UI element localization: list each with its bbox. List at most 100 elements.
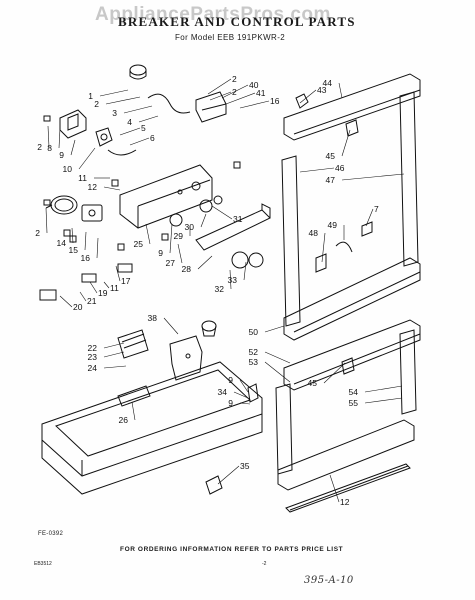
callout-number: 16 [270, 96, 280, 106]
callout-leader-line [84, 231, 87, 251]
callout-leader-line [70, 139, 76, 156]
callout-leader-line [299, 89, 317, 104]
callout-leader-line [211, 205, 233, 220]
callout-leader-line [321, 232, 326, 263]
callout-number: 2 [35, 228, 40, 238]
callout-number: 50 [249, 327, 259, 337]
callout-leader-line [243, 261, 247, 281]
callout-leader-line [229, 269, 232, 290]
callout-leader-line [341, 129, 351, 157]
callout-leader-line [119, 127, 141, 136]
callout-number: 43 [317, 85, 327, 95]
callout-leader-line [323, 362, 346, 384]
callout-leader-line [341, 173, 405, 181]
callout-leader-line [145, 223, 151, 245]
callout-leader-line [169, 223, 173, 254]
callout-number: 40 [249, 80, 259, 90]
callout-number: 7 [374, 204, 379, 214]
callout-leader-line [264, 361, 291, 383]
callout-number: 21 [87, 296, 97, 306]
callout-leader-line [239, 379, 249, 393]
callout-leader-line [264, 325, 285, 333]
light-bulb-part [201, 320, 217, 337]
callout-number: 10 [63, 164, 73, 174]
callout-number: 44 [323, 78, 333, 88]
callout-number: 53 [249, 357, 259, 367]
callout-number: 54 [349, 387, 359, 397]
page-title: BREAKER AND CONTROL PARTS [118, 14, 356, 29]
callout-leader-line [299, 167, 335, 173]
callout-number: 20 [73, 302, 83, 312]
callout-number: 9 [228, 398, 233, 408]
wire-harness-part [107, 93, 191, 156]
callout-leader-line [221, 84, 249, 99]
callout-number: 48 [309, 228, 319, 238]
callout-number: 12 [88, 182, 98, 192]
callout-number: 11 [110, 283, 119, 293]
callout-number: 1 [88, 91, 93, 101]
callout-leader-line [103, 281, 110, 289]
callout-leader-line [364, 385, 403, 393]
callout-number: 33 [228, 275, 238, 285]
callout-number: 12 [340, 497, 350, 507]
callout-leader-line [79, 291, 87, 302]
callout-leader-line [58, 127, 61, 149]
callout-number: 9 [59, 150, 64, 160]
figure-code: FE-0392 [38, 531, 64, 537]
callout-leader-line [364, 397, 403, 404]
callout-number: 3 [112, 108, 117, 118]
callout-leader-line [209, 91, 232, 101]
callout-number: 25 [134, 239, 144, 249]
ordering-info-footer: FOR ORDERING INFORMATION REFER TO PARTS … [120, 546, 344, 553]
callout-number: 35 [240, 461, 250, 471]
callout-number: 26 [119, 415, 129, 425]
callout-number: 45 [326, 151, 336, 161]
trim-strip-part [195, 203, 271, 251]
small-hardware-parts [39, 115, 241, 301]
thermostat-knob-part [129, 64, 147, 80]
callout-number: 2 [37, 142, 42, 152]
callout-number: 11 [78, 173, 87, 183]
callout-number: 34 [218, 387, 228, 397]
callout-number: 2 [232, 74, 237, 84]
callout-number: 32 [215, 284, 225, 294]
callout-leader-line [103, 351, 125, 358]
callout-leader-line [177, 243, 183, 264]
control-bracket-part [59, 109, 87, 139]
callout-leader-line [105, 96, 141, 105]
callout-leader-line [129, 137, 150, 146]
callout-leader-line [233, 391, 249, 399]
callout-leader-line [96, 237, 99, 259]
watermark: AppliancePartsPros.com [95, 4, 331, 25]
control-housing-part [119, 164, 213, 229]
callout-number: 30 [185, 222, 195, 232]
hinge-hardware-parts [205, 383, 259, 495]
door-gasket-strip-part [285, 463, 411, 513]
callout-leader-line [329, 474, 340, 503]
callout-leader-line [115, 265, 121, 282]
callout-leader-line [99, 89, 129, 97]
heater-coil-part [45, 195, 78, 215]
callout-leader-line [47, 125, 50, 148]
handwritten-note: 395-A-10 [304, 575, 354, 586]
page-number: -2 [262, 561, 267, 567]
callout-leader-line [225, 92, 256, 105]
callout-leader-line [103, 365, 127, 369]
model-subtitle: For Model EEB 191PKWR-2 [175, 33, 286, 42]
callout-number: 45 [308, 378, 318, 388]
callout-number: 55 [349, 398, 359, 408]
callout-number: 38 [148, 313, 158, 323]
callout-leader-line [123, 105, 153, 114]
callout-number: 46 [335, 163, 345, 173]
switch-part [95, 127, 113, 147]
control-switch-block-part [195, 91, 227, 123]
callout-leader-line [59, 295, 73, 308]
callout-number: 41 [256, 88, 266, 98]
callout-leader-line [89, 281, 98, 294]
callout-leader-line [103, 186, 121, 191]
callout-number: 17 [121, 276, 131, 286]
callout-leader-line [217, 465, 240, 485]
